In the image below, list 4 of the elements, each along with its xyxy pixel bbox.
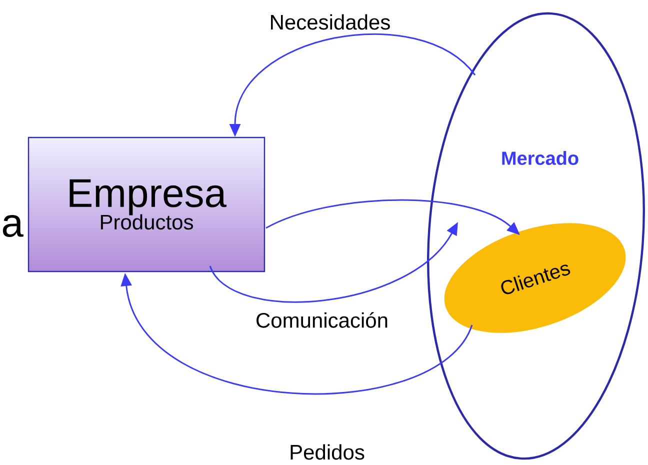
edge-label: Pedidos bbox=[288, 443, 366, 461]
edge-label: Necesidades bbox=[268, 13, 392, 31]
process-box: Empresa Productos bbox=[28, 136, 266, 272]
edge-label: Comunicación bbox=[254, 311, 390, 329]
